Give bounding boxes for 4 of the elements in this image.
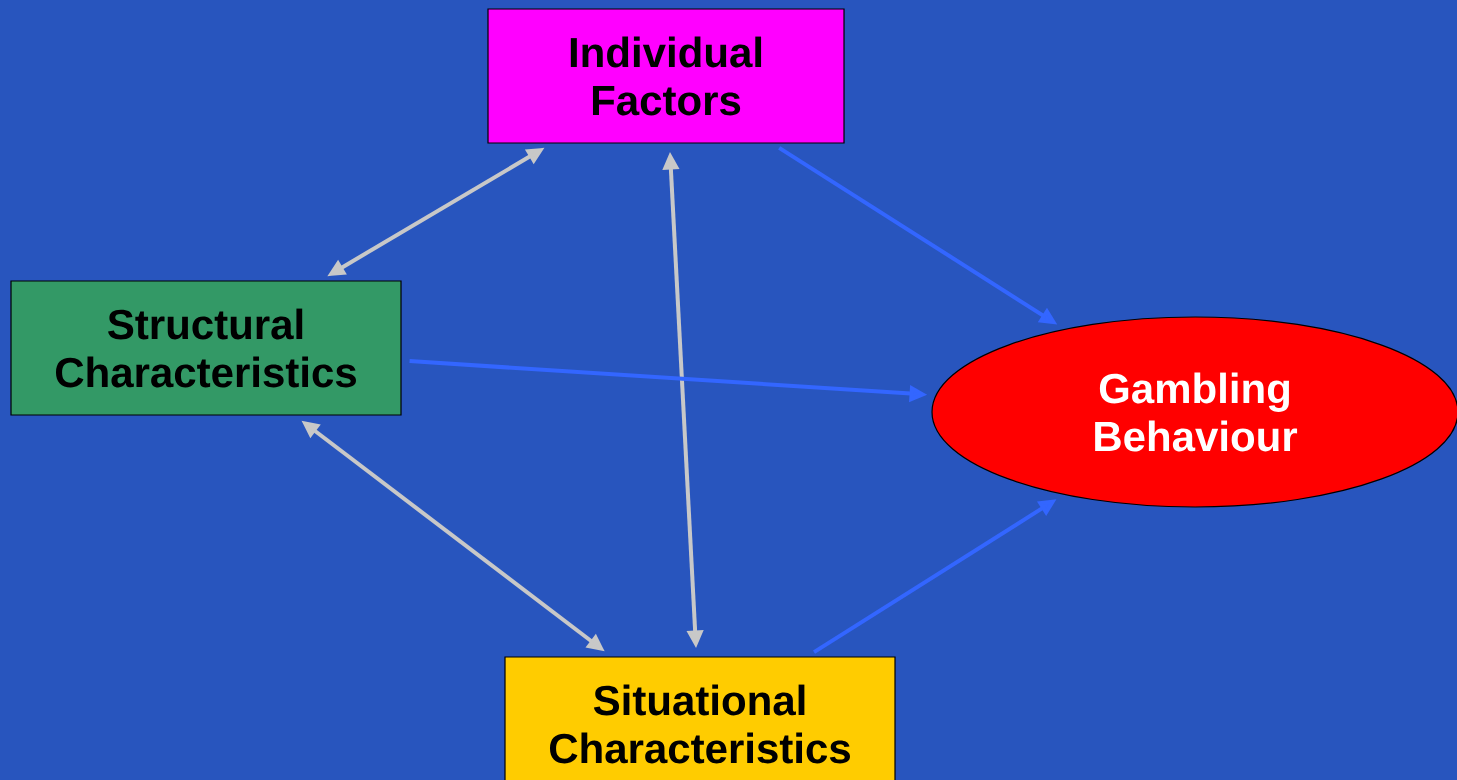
process-box: Individual Factors [487,8,845,144]
ellipse-node: Gambling Behaviour [931,316,1457,508]
process-box: Structural Characteristics [10,280,402,416]
process-box: Situational Characteristics [504,656,896,780]
